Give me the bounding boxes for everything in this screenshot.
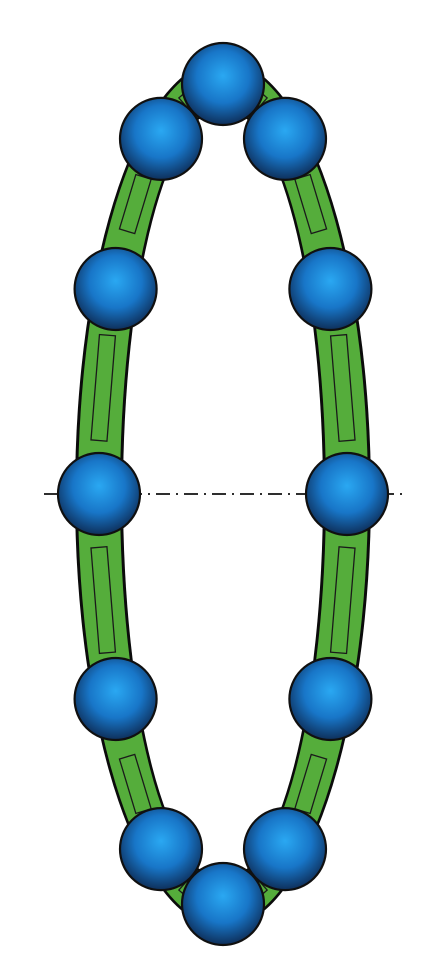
chain-ball [73, 656, 158, 742]
chain-ball [304, 451, 390, 537]
chain-ball [180, 41, 266, 127]
chain-ball [288, 656, 373, 742]
chain-balls [56, 41, 390, 947]
chain-ball [242, 96, 328, 181]
chain-slot [90, 546, 117, 655]
chain-ball [56, 451, 142, 537]
chain-slot [90, 333, 117, 442]
chain-slot [329, 333, 356, 442]
chain-ball [118, 96, 204, 181]
chain-ball [118, 806, 204, 892]
chain-ball [288, 246, 373, 332]
chain-ball [180, 861, 266, 947]
chain-ball [242, 806, 328, 892]
chain-ball [73, 246, 158, 332]
chain-slot [329, 546, 356, 655]
